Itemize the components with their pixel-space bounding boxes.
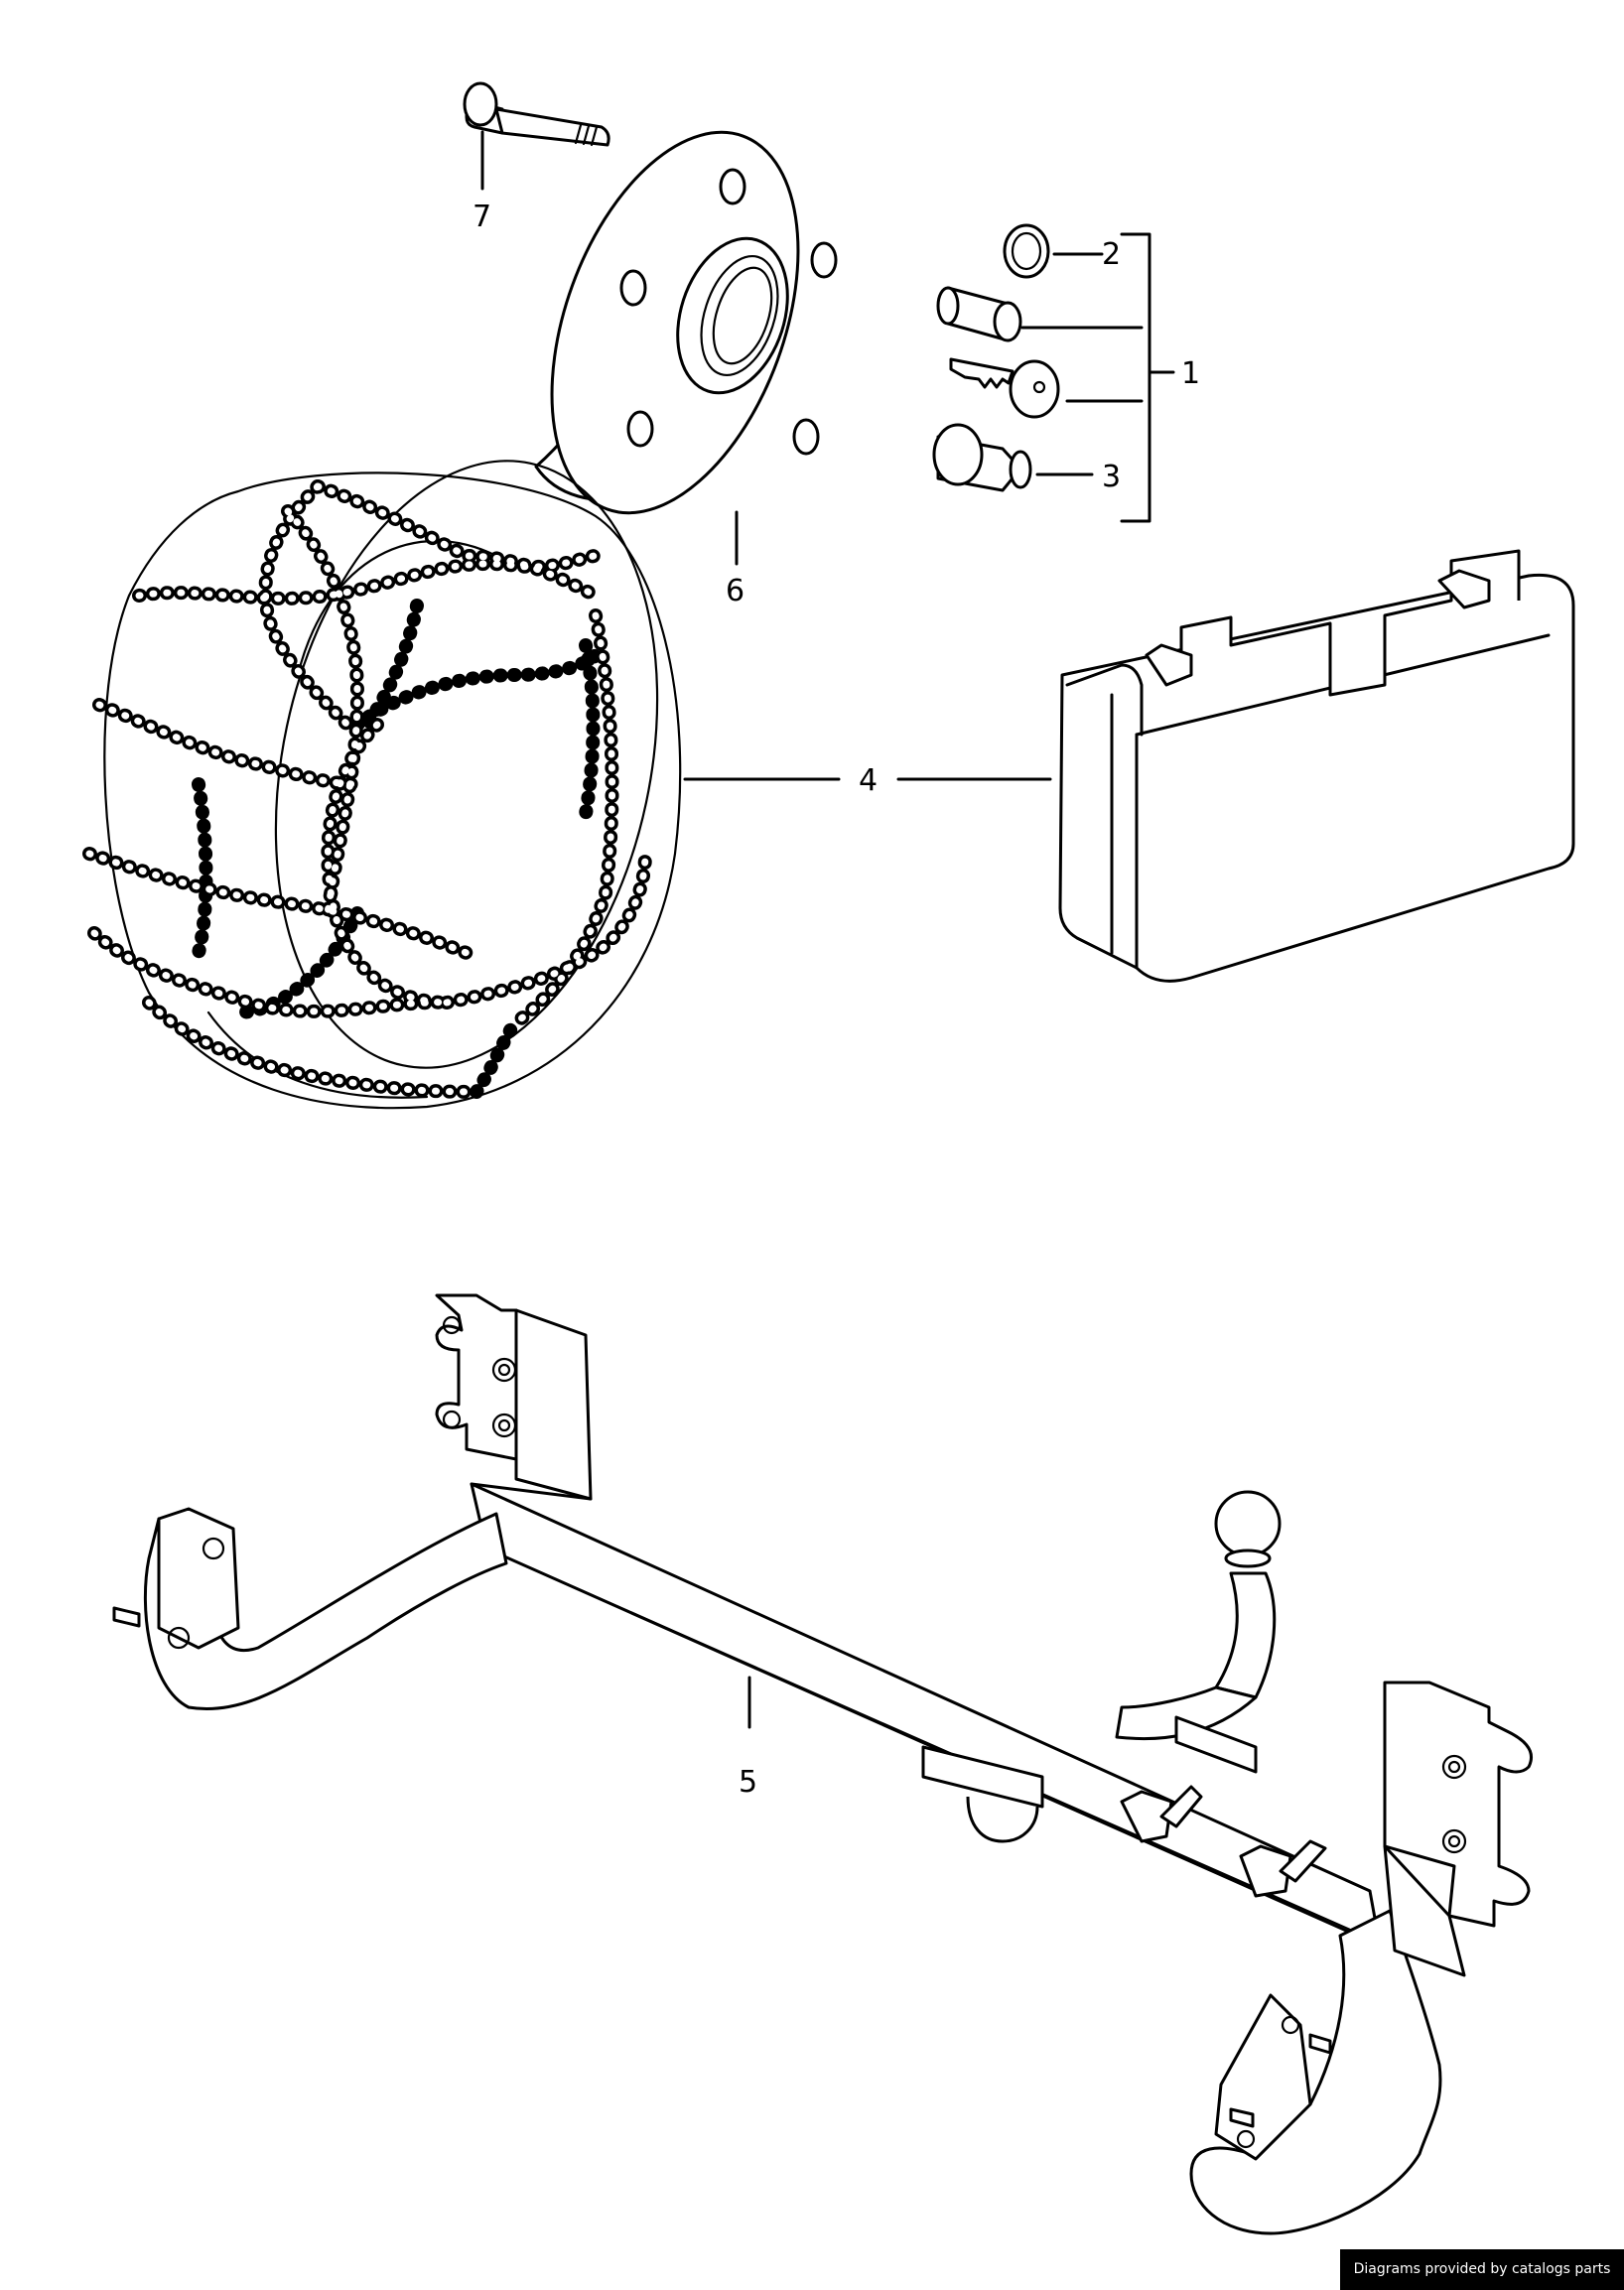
- callout-1: 1: [1181, 356, 1200, 391]
- towbar-part: [112, 1293, 1533, 2235]
- callout-7: 7: [473, 200, 491, 234]
- bolt-part: [463, 81, 610, 191]
- lock-set-part: [932, 223, 1175, 523]
- callout-3: 3: [1102, 460, 1121, 494]
- wheel-spacer-part: [534, 130, 838, 566]
- callout-4: 4: [859, 763, 878, 798]
- callout-5: 5: [739, 1765, 757, 1800]
- callout-2: 2: [1102, 237, 1121, 272]
- callout-6: 6: [726, 574, 744, 608]
- credit-banner: Diagrams provided by catalogs parts: [1340, 2249, 1624, 2290]
- snow-chain-part: [82, 460, 1052, 1110]
- storage-case-part: [1058, 549, 1575, 983]
